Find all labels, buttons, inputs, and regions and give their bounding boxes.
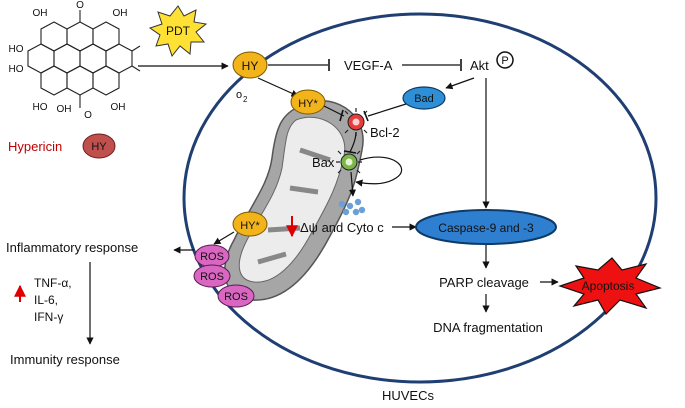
cell-label: HUVECs [382,388,435,403]
arrow-hy-to-ros [213,231,235,245]
dna-label: DNA fragmentation [433,320,543,335]
inhibit-bad-bcl2 [367,103,407,117]
hy-molecule-badge [82,133,116,159]
apoptosis-starburst [558,257,662,315]
bax-label: Bax [312,155,335,170]
bax-node [336,150,362,174]
cyto-label: Δψ and Cyto c [300,220,384,235]
inhibit-hy-bcl2 [323,105,345,117]
substituent-oh-3: OH [57,104,72,115]
inflammatory-label: Inflammatory response [6,240,138,255]
hypericin-substituent-labels: OH O OH HO HO HO OH O OH [9,0,128,121]
cytokine-tnf: TNF-α, [34,276,72,290]
hy-node-label: HY [242,59,259,73]
pdt-starburst [148,5,208,58]
cytokine-ifn: IFN-γ [34,310,63,324]
arrow-bax-loop [355,156,403,187]
hy-excited-node-top [290,89,326,115]
phospho-label: P [501,55,508,67]
cell-membrane [182,12,658,384]
mitochondrion [224,100,364,301]
bad-label: Bad [414,93,434,105]
hy-molecule-badge-label: HY [91,141,107,153]
oxygen-label: o [236,89,242,101]
cytokine-il6: IL-6, [34,293,58,307]
substituent-ho-3: HO [33,102,48,113]
parp-label: PARP cleavage [439,275,529,290]
substituent-ho-1: HO [9,44,24,55]
substituent-o-top: O [76,0,84,11]
hypericin-structure [27,10,141,108]
arrow-hy-to-hy-excited [257,77,299,97]
hy-excited-node-bottom [232,211,268,237]
substituent-oh-2: OH [113,8,128,19]
akt-label: Akt [470,58,489,73]
bad-node [402,86,446,110]
bcl2-node [344,108,368,136]
inhibit-bar-hy-bcl2 [339,109,344,122]
hy-excited-top-label: HY* [298,98,318,110]
caspase-label: Caspase-9 and -3 [438,221,534,235]
substituent-ho-2: HO [9,64,24,75]
pdt-label: PDT [166,24,191,38]
bcl2-label: Bcl-2 [370,125,400,140]
arrow-bax-to-cyto [348,171,357,197]
substituent-oh-1: OH [33,8,48,19]
vegf-label: VEGF-A [344,58,393,73]
ros-label-2: ROS [200,271,224,283]
ros-label-3: ROS [224,291,248,303]
arrow-akt-to-bad [445,77,475,90]
inhibit-bar-bax [343,150,357,154]
ros-label-1: ROS [200,251,224,263]
cytochrome-c-dots [338,198,366,216]
oxygen-subscript: 2 [243,95,248,104]
phospho-badge [496,51,514,69]
hypericin-label: Hypericin [8,139,62,154]
inhibit-bcl2-bax [349,131,357,153]
hy-excited-bottom-label: HY* [240,220,260,232]
hy-node [232,51,268,79]
immunity-label: Immunity response [10,352,120,367]
substituent-oh-4: OH [111,102,126,113]
substituent-o-bottom: O [84,110,92,121]
apoptosis-label: Apoptosis [582,279,635,293]
caspase-node [415,209,557,245]
ros-cluster [193,244,255,308]
